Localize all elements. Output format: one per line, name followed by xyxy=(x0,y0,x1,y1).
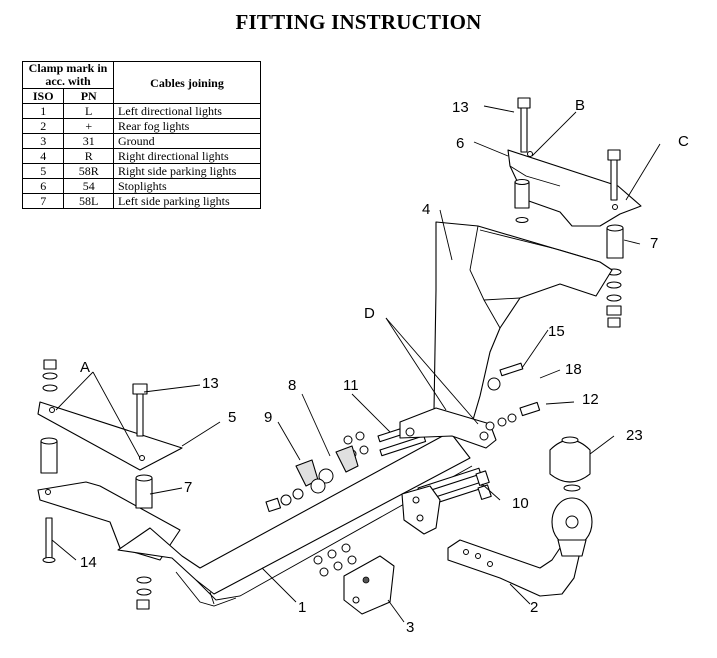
bolt-15 xyxy=(487,362,524,391)
legend-cell-pn: 31 xyxy=(63,133,114,149)
socket-plate-3 xyxy=(313,543,395,615)
callout-7-left: 7 xyxy=(184,479,192,496)
callout-23: 23 xyxy=(626,427,643,444)
legend-cell-cable: Left side parking lights xyxy=(113,193,261,209)
legend-cell-pn: 58L xyxy=(63,193,114,209)
leader-lines xyxy=(51,105,661,623)
bolt-12 xyxy=(485,401,541,431)
left-bracket-plate-5 xyxy=(37,401,183,471)
callout-13-right: 13 xyxy=(452,99,469,116)
legend-header-clamp: Clamp mark in acc. with xyxy=(22,61,114,89)
legend-header-cables: Cables joining xyxy=(113,61,261,104)
callout-15: 15 xyxy=(548,323,565,340)
callout-2: 2 xyxy=(530,599,538,616)
legend-cell-cable: Right directional lights xyxy=(113,148,261,164)
callout-c: C xyxy=(678,133,689,150)
cable-legend-table: Clamp mark in acc. with Cables joining I… xyxy=(21,61,261,209)
callout-11: 11 xyxy=(343,377,359,394)
page-title: FITTING INSTRUCTION xyxy=(235,10,482,34)
legend-cell-cable: Stoplights xyxy=(113,178,261,194)
callout-3: 3 xyxy=(406,619,414,636)
callout-8: 8 xyxy=(288,377,296,394)
callout-9: 9 xyxy=(264,409,272,426)
mount-plate-center xyxy=(401,485,441,535)
callout-d: D xyxy=(364,305,375,322)
legend-header-pn: PN xyxy=(63,88,114,104)
callout-a: A xyxy=(80,359,90,376)
spacer-7-right xyxy=(606,224,624,328)
legend-cell-cable: Right side parking lights xyxy=(113,163,261,179)
callout-7-right: 7 xyxy=(650,235,658,252)
ball-cap-23 xyxy=(549,436,591,492)
legend-cell-iso: 7 xyxy=(21,193,65,209)
legend-cell-iso: 5 xyxy=(21,163,65,179)
callout-b: B xyxy=(575,97,585,114)
spacer-tube xyxy=(514,179,530,223)
callout-13-left: 13 xyxy=(202,375,219,392)
tow-ball xyxy=(551,497,593,557)
callout-labels: 13 B 6 C 4 7 15 D 18 12 11 8 9 13 A 5 7 … xyxy=(80,97,689,636)
callout-1: 1 xyxy=(298,599,306,616)
callout-14: 14 xyxy=(80,554,97,571)
callout-6: 6 xyxy=(456,135,464,152)
callout-10: 10 xyxy=(512,495,529,512)
washers-8 xyxy=(265,468,334,513)
callout-5: 5 xyxy=(228,409,236,426)
bolt-13-left xyxy=(132,383,148,437)
shim-9 xyxy=(295,445,359,487)
ear-plate-d xyxy=(399,407,497,449)
left-nuts-top xyxy=(42,359,58,392)
bolt-c xyxy=(607,149,621,201)
legend-cell-pn: 54 xyxy=(63,178,114,194)
legend-cell-cable: Ground xyxy=(113,133,261,149)
callout-18: 18 xyxy=(565,361,582,378)
spacer-left xyxy=(40,437,153,610)
main-crossbar-1 xyxy=(117,431,473,607)
bolt-13-right xyxy=(517,97,531,153)
callout-4: 4 xyxy=(422,201,430,218)
bolt-14 xyxy=(42,517,56,563)
callout-12: 12 xyxy=(582,391,599,408)
